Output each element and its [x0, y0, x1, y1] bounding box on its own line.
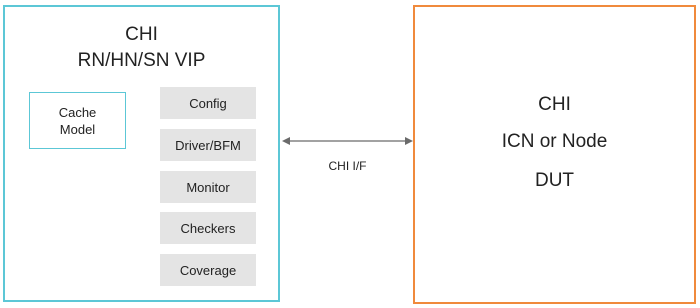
dut-line1: CHI — [538, 94, 571, 115]
monitor-block: Monitor — [160, 171, 256, 203]
cache-model-line2: Model — [59, 121, 96, 137]
dut-line3: DUT — [534, 170, 575, 191]
vip-title-line2: RN/HN/SN VIP — [77, 50, 206, 71]
checkers-block: Checkers — [160, 212, 256, 244]
arrowhead-left-icon — [282, 137, 290, 145]
interface-label: CHI I/F — [328, 159, 367, 173]
config-block: Config — [160, 87, 256, 119]
cache-model-line1: Cache — [58, 104, 97, 120]
arrowhead-right-icon — [405, 137, 413, 145]
vip-block: CHI RN/HN/SN VIP Cache Model Config Driv… — [3, 5, 280, 302]
driver-bfm-block: Driver/BFM — [160, 129, 256, 161]
cache-model-block: Cache Model — [29, 92, 126, 149]
interface-connector-arrow — [282, 137, 413, 145]
dut-block: CHI ICN or Node DUT — [413, 5, 696, 304]
vip-title-line1: CHI — [125, 24, 158, 45]
coverage-block: Coverage — [160, 254, 256, 286]
dut-line2: ICN or Node — [501, 131, 608, 152]
